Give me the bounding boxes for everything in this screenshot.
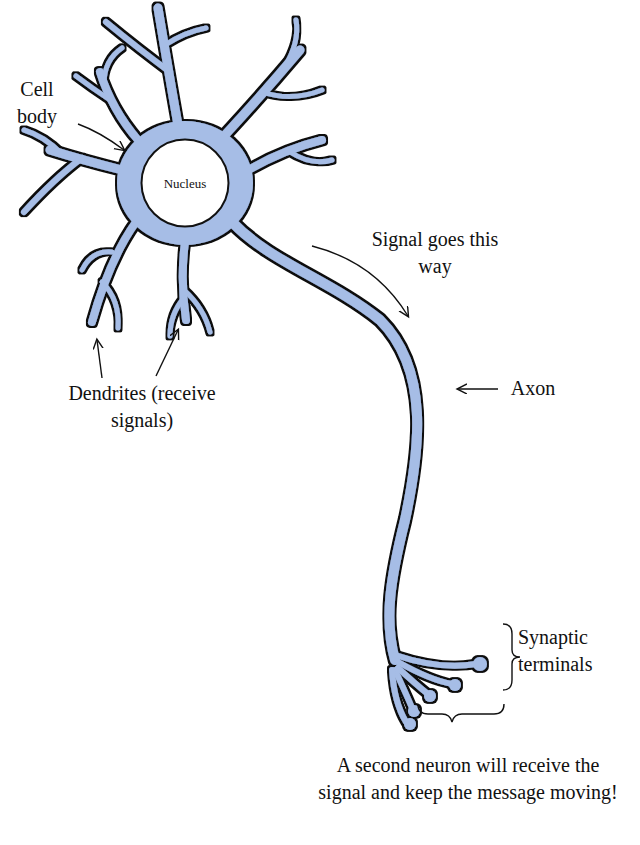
dendrite (184, 290, 210, 332)
dendrite (262, 90, 322, 97)
neuron-shape (24, 8, 487, 730)
dendrite (24, 158, 82, 212)
brace (503, 624, 520, 690)
dendrite (102, 282, 118, 328)
dendrite (284, 20, 297, 68)
signal-arrow (312, 246, 408, 316)
part-label: Dendrites (receive signals) (62, 380, 222, 434)
terminal-branch (392, 670, 406, 722)
dendrite (165, 28, 206, 45)
dendrite (183, 242, 186, 320)
dendrite (170, 298, 184, 336)
dendrite (82, 252, 112, 270)
dendrite (24, 130, 62, 154)
dendrite (106, 22, 170, 72)
pointer-arrow (458, 388, 498, 389)
axon-shape (232, 222, 417, 660)
note-text: A second neuron will receive the signal … (318, 752, 618, 806)
pointer-arrow (97, 340, 102, 378)
dendrite (245, 140, 322, 172)
terminal-bulbs (404, 657, 487, 730)
part-label: Synaptic terminals (518, 624, 630, 678)
brace (418, 704, 504, 722)
dendrite (104, 48, 122, 84)
dendrite (290, 152, 332, 162)
direction-note: Signal goes this way (370, 226, 500, 280)
pointer-arrow (156, 330, 178, 376)
nucleus-label: Nucleus (164, 176, 207, 191)
nucleus-circle: Nucleus (140, 138, 230, 228)
cell-body-shape (117, 121, 253, 245)
part-label: Axon (503, 375, 563, 402)
part-label: Cell body (4, 76, 70, 130)
pointer-arrow (78, 124, 124, 150)
